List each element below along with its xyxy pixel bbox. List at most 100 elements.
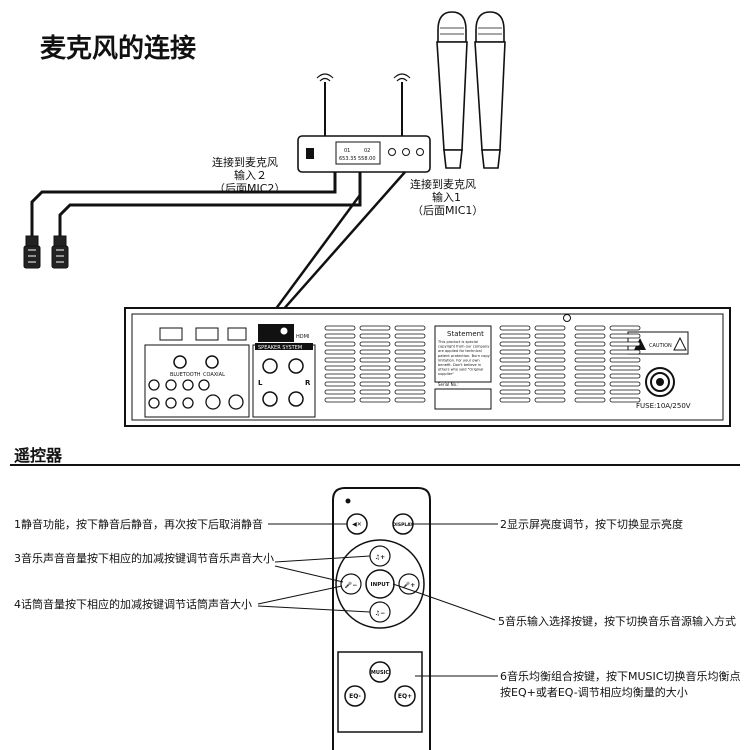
- annotation-4: 4话筒音量按下相应的加减按键调节话筒声音大小: [14, 597, 252, 611]
- vent-slot: [574, 333, 606, 339]
- receiver-ch2: 02: [364, 148, 370, 154]
- vent-slot: [394, 349, 426, 355]
- eq-plus-label: EQ+: [398, 693, 412, 700]
- vent-slot: [609, 381, 641, 387]
- receiver-freq1: 653.35: [339, 156, 357, 162]
- vent-slot: [499, 357, 531, 363]
- bluetooth-label: BLUETOOTH: [170, 372, 201, 378]
- vent-slot: [324, 333, 356, 339]
- statement-line: This product is special: [437, 340, 478, 344]
- screw-icon: [563, 314, 571, 322]
- vent-slot: [499, 397, 531, 403]
- cable-plug-right: [51, 235, 69, 269]
- music-volume-up-button[interactable]: ♫+: [369, 545, 391, 567]
- vent-slot: [359, 333, 391, 339]
- vent-slot: [534, 325, 566, 331]
- cable-plug-left: [23, 235, 41, 269]
- mic2-label-line1: 连接到麦克风: [212, 156, 278, 169]
- vent-slot: [574, 365, 606, 371]
- eq-minus-button[interactable]: EQ-: [344, 685, 366, 707]
- display-button-label: DISPLAY: [392, 522, 414, 528]
- annotation-6-line2: 按EQ+或者EQ-调节相应均衡量的大小: [500, 685, 688, 699]
- display-button[interactable]: DISPLAY: [392, 513, 414, 535]
- callout-lines: [257, 523, 498, 677]
- vent-slot: [359, 389, 391, 395]
- vent-slot: [359, 357, 391, 363]
- caution-label: CAUTION: [627, 331, 689, 355]
- vent-slot: [534, 357, 566, 363]
- vent-slot: [394, 341, 426, 347]
- vent-slot: [499, 349, 531, 355]
- music-up-label: ♫+: [375, 554, 385, 561]
- speaker-l-label: L: [258, 379, 263, 387]
- wireless-receiver: 01 02 653.35 558.00: [297, 73, 431, 173]
- microphone-2: [474, 11, 506, 169]
- vent-slot: [394, 357, 426, 363]
- vent-slot: [499, 333, 531, 339]
- mic-volume-up-button[interactable]: 🎤+: [398, 573, 420, 595]
- vent-slot: [499, 325, 531, 331]
- vent-slot: [394, 373, 426, 379]
- annotation-3: 3音乐声音音量按下相应的加减按键调节音乐声音大小: [14, 551, 274, 565]
- vent-slot: [394, 333, 426, 339]
- receiver-ch1: 01: [344, 148, 350, 154]
- caution-text: CAUTION: [649, 343, 672, 349]
- vent-slot: [574, 389, 606, 395]
- mute-button[interactable]: ◀✕: [346, 513, 368, 535]
- vent-slot: [359, 341, 391, 347]
- eq-plus-button[interactable]: EQ+: [394, 685, 416, 707]
- vent-slot: [394, 365, 426, 371]
- vent-slot: [359, 365, 391, 371]
- mic1-label-line1: 连接到麦克风: [410, 178, 476, 191]
- vent-slot: [499, 341, 531, 347]
- mic-volume-down-button[interactable]: 🎤−: [340, 573, 362, 595]
- hdmi-label: HDMI: [296, 334, 309, 340]
- input-button[interactable]: INPUT: [365, 569, 395, 599]
- speaker-r-label: R: [305, 379, 311, 387]
- statement-line: supplier": [438, 372, 454, 376]
- vent-slot: [609, 357, 641, 363]
- music-volume-down-button[interactable]: ♫−: [369, 601, 391, 623]
- music-eq-button[interactable]: MUSIC: [369, 661, 391, 683]
- vent-slot: [574, 397, 606, 403]
- vent-slot: [534, 381, 566, 387]
- speaker-system-label: SPEAKER SYSTEM: [258, 345, 302, 351]
- vent-slot: [534, 333, 566, 339]
- vent-slot: [324, 373, 356, 379]
- vent-slot: [574, 341, 606, 347]
- vent-slot: [609, 341, 641, 347]
- eq-minus-label: EQ-: [349, 693, 361, 700]
- serial-no-label: Serial No.:: [438, 382, 459, 387]
- vent-slot: [534, 397, 566, 403]
- vent-slot: [394, 325, 426, 331]
- vent-slot: [359, 373, 391, 379]
- statement-line: patent protection. Burn copy: [438, 354, 491, 358]
- vent-slot: [574, 357, 606, 363]
- top-title: 麦克风的连接: [40, 33, 196, 64]
- mute-button-label: ◀✕: [352, 521, 362, 528]
- ir-led-icon: [345, 498, 351, 504]
- vent-slot: [609, 365, 641, 371]
- annotation-5: 5音乐输入选择按键，按下切换音乐音源输入方式: [498, 614, 736, 628]
- vent-slot: [609, 389, 641, 395]
- vent-slot: [499, 389, 531, 395]
- annotation-6-line1: 6音乐均衡组合按键，按下MUSIC切换音乐均衡点: [500, 669, 740, 683]
- vent-slot: [324, 349, 356, 355]
- mic2-label-line2: 输入２: [234, 168, 267, 182]
- statement-line: are applied for technical: [438, 349, 482, 353]
- vent-slot: [359, 349, 391, 355]
- vent-slot: [609, 325, 641, 331]
- vent-slot: [534, 341, 566, 347]
- annotation-1: 1静音功能，按下静音后静音，再次按下后取消静音: [14, 517, 263, 531]
- vent-slot: [324, 397, 356, 403]
- vent-slot: [324, 381, 356, 387]
- fuse-label: FUSE:10A/250V: [636, 402, 691, 410]
- vent-slot: [394, 397, 426, 403]
- antenna-signal-icon: [393, 73, 411, 82]
- microphone-1: [436, 11, 468, 169]
- annotation-2: 2显示屏亮度调节，按下切换显示亮度: [500, 517, 683, 531]
- vent-slot: [574, 373, 606, 379]
- vent-slot: [394, 389, 426, 395]
- fuse-holder: FUSE:10A/250V: [636, 367, 691, 410]
